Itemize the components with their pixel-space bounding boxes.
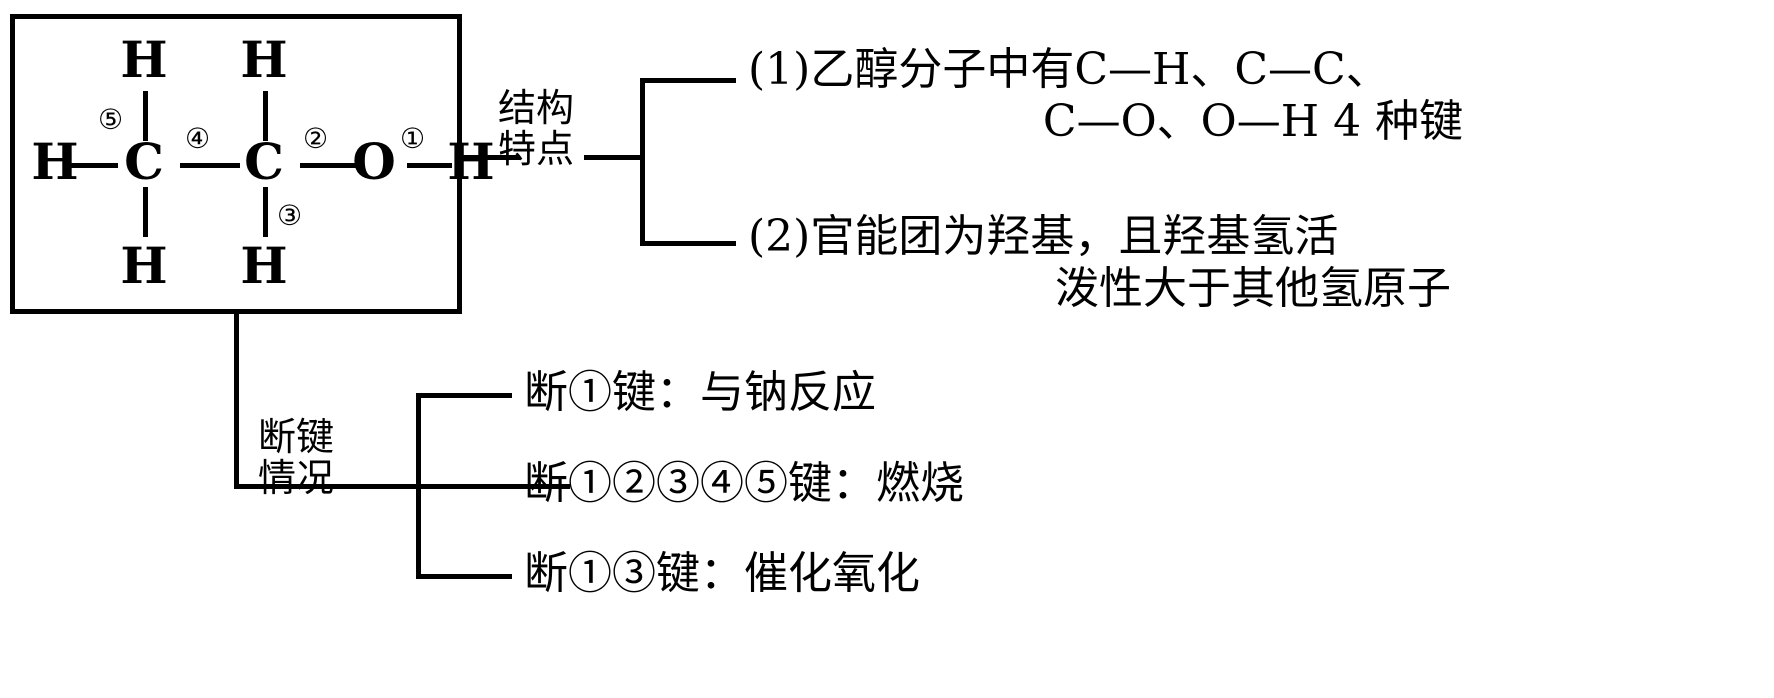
atom-h-left: H — [31, 132, 79, 191]
stem-bond-breaking-horizontal — [234, 484, 570, 489]
branch-bond-breaking-item-1: 断①键：与钠反应 — [524, 367, 876, 418]
label-structure-features-line1: 结构 — [497, 86, 574, 130]
stem-structure-features — [462, 155, 520, 160]
connector-structure-spine — [584, 155, 644, 160]
label-bond-breaking: 断键 情况 — [248, 415, 344, 501]
branch-structure-item-2-line2: 泼性大于其他氢原子 — [1055, 262, 1451, 314]
atom-h-bottom-right: H — [240, 236, 288, 295]
label-bond-breaking-line2: 情况 — [257, 456, 334, 501]
branch-bond-breaking-item-2: 断①②③④⑤键：燃烧 — [524, 458, 964, 509]
bond-c2-o — [300, 163, 356, 168]
bond-number-5: ⑤ — [98, 103, 124, 136]
bond-c2-htop — [263, 91, 268, 141]
arm-structure-item-2 — [640, 241, 736, 246]
bond-c1-hbottom — [143, 187, 148, 237]
bond-h-c1 — [70, 163, 118, 168]
label-structure-features-line2: 特点 — [497, 127, 574, 172]
branch-structure-item-2-line1: (2)官能团为羟基，且羟基氢活 — [748, 211, 1339, 262]
arm-bond-breaking-item-2 — [416, 484, 512, 489]
branch-structure-item-2: (2)官能团为羟基，且羟基氢活 泼性大于其他氢原子 — [748, 211, 1758, 315]
atom-h-right: H — [447, 132, 495, 191]
arm-structure-item-1 — [640, 78, 736, 83]
label-bond-breaking-line1: 断键 — [257, 415, 334, 459]
bond-number-2: ② — [303, 122, 329, 155]
atom-c2: C — [244, 132, 284, 191]
label-structure-features: 结构 特点 — [488, 86, 584, 172]
bond-c2-hbottom — [263, 187, 268, 237]
bond-number-4: ④ — [185, 122, 211, 155]
bond-number-3: ③ — [277, 199, 303, 232]
atom-h-top-right: H — [240, 30, 288, 89]
bond-o-h — [407, 163, 452, 168]
atom-c1: C — [124, 132, 164, 191]
branch-structure-item-1-line2: C—O、O—H 4 种键 — [1042, 95, 1464, 147]
stem-bond-breaking-vertical — [234, 314, 239, 489]
atom-o: O — [352, 132, 396, 191]
bond-c1-htop — [143, 91, 148, 141]
branch-structure-item-1: (1)乙醇分子中有C—H、C—C、 C—O、O—H 4 种键 — [748, 44, 1758, 148]
arm-bond-breaking-item-1 — [416, 393, 512, 398]
spine-structure-features — [640, 78, 645, 246]
branch-bond-breaking-item-3: 断①③键：催化氧化 — [524, 548, 920, 599]
bond-number-1: ① — [400, 122, 426, 155]
atom-h-top-left: H — [120, 30, 168, 89]
bond-c1-c2 — [180, 163, 240, 168]
arm-bond-breaking-item-3 — [416, 574, 512, 579]
atom-h-bottom-left: H — [120, 236, 168, 295]
branch-structure-item-1-line1: (1)乙醇分子中有C—H、C—C、 — [748, 44, 1390, 95]
molecule-structure-box: H C C O H H H H H ⑤ ④ ② ① ③ — [10, 14, 495, 314]
